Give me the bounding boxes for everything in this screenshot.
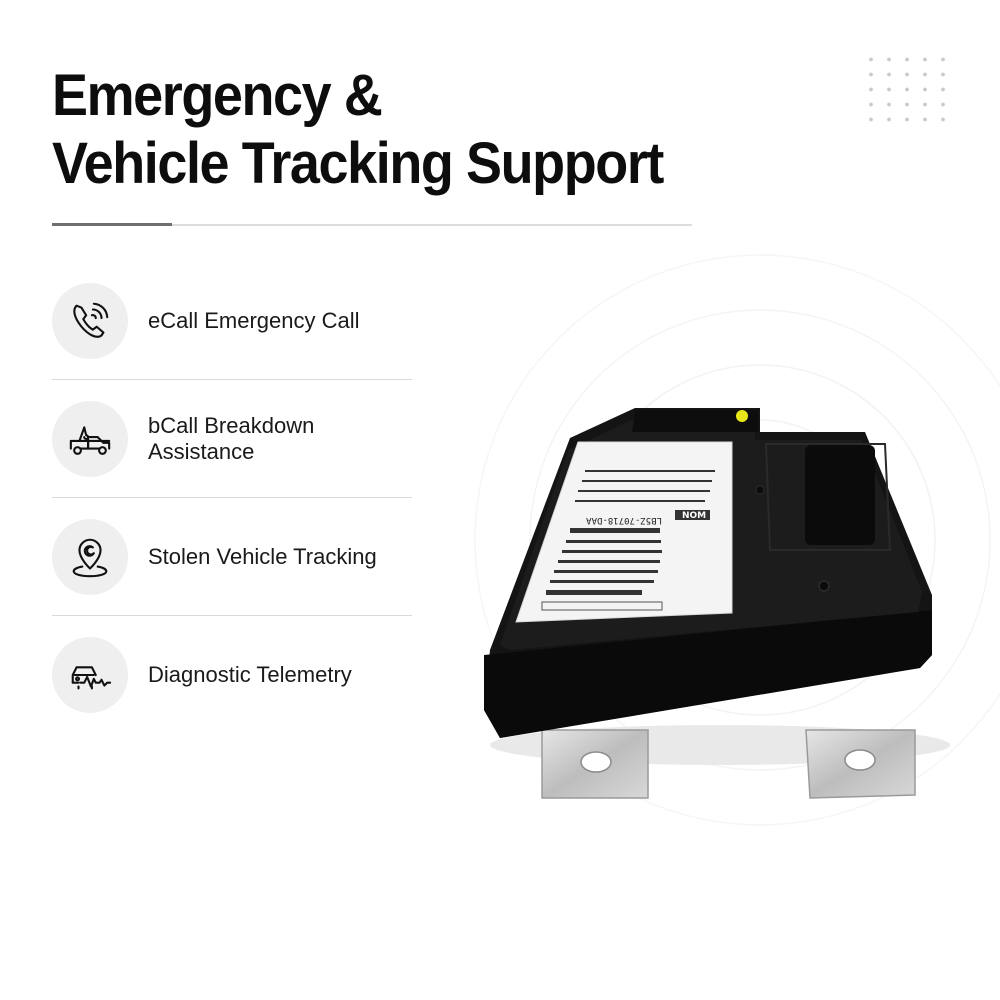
page-title: Emergency & Vehicle Tracking Support xyxy=(52,62,703,198)
title-line-2: Vehicle Tracking Support xyxy=(52,131,664,196)
feature-list: eCall Emergency Call bCall Breakdown Ass… xyxy=(52,262,412,734)
status-led xyxy=(736,410,748,422)
feature-label: Diagnostic Telemetry xyxy=(148,662,352,687)
feature-label: bCall Breakdown Assistance xyxy=(148,413,315,464)
phone-signal-icon xyxy=(73,302,109,338)
telematics-module-image: LB5Z-70718-DAA NOM xyxy=(484,408,950,799)
car-diagnostic-icon xyxy=(71,666,112,690)
feature-divider xyxy=(52,615,412,616)
icon-badge xyxy=(52,637,128,713)
icon-badge xyxy=(52,401,128,477)
title-divider xyxy=(52,224,692,226)
feature-label: Stolen Vehicle Tracking xyxy=(148,544,377,569)
feature-item-bcall: bCall Breakdown Assistance xyxy=(52,380,412,498)
feature-item-stolen-tracking: Stolen Vehicle Tracking xyxy=(52,498,412,616)
decorative-dot-grid xyxy=(862,52,952,132)
icon-badge xyxy=(52,519,128,595)
location-pin-icon xyxy=(72,538,108,578)
tow-truck-icon xyxy=(69,426,111,455)
title-divider-accent xyxy=(52,223,172,226)
feature-divider xyxy=(52,497,412,498)
feature-label: eCall Emergency Call xyxy=(148,308,360,333)
label-mark: NOM xyxy=(682,511,706,521)
feature-item-diagnostics: Diagnostic Telemetry xyxy=(52,616,412,734)
icon-badge xyxy=(52,283,128,359)
label-part-number: LB5Z-70718-DAA xyxy=(586,515,662,525)
title-line-1: Emergency & xyxy=(52,63,383,128)
feature-item-ecall: eCall Emergency Call xyxy=(52,262,412,380)
feature-divider xyxy=(52,379,412,380)
